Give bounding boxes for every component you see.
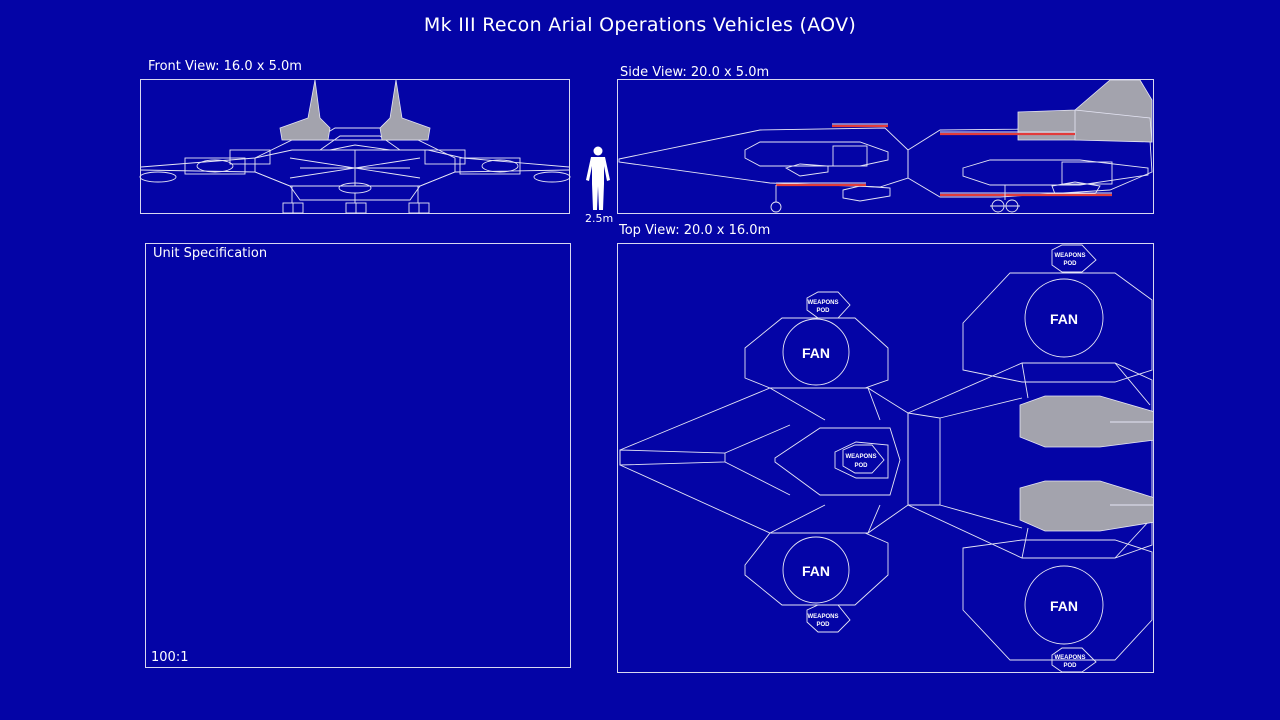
fan-labels: FAN FAN FAN FAN: [802, 311, 1078, 614]
side-view-vehicle: [618, 79, 1153, 213]
pod-label-3a: WEAPONS: [1054, 253, 1085, 259]
pod-label-4b: POD: [1063, 663, 1077, 669]
top-view-label: Top View: 20.0 x 16.0m: [619, 223, 771, 238]
side-view-label: Side View: 20.0 x 5.0m: [620, 65, 770, 80]
pod-label-4a: WEAPONS: [1054, 655, 1085, 661]
unit-spec-label: Unit Specification: [153, 246, 268, 261]
unit-spec-panel: [145, 243, 571, 668]
front-view-vehicle: [139, 79, 571, 214]
pod-label-3b: POD: [1063, 261, 1077, 267]
pod-label-5a: WEAPONS: [845, 454, 876, 460]
front-view-panel: [140, 79, 570, 214]
pod-label-1b: POD: [816, 308, 830, 314]
pod-label-2b: POD: [816, 622, 830, 628]
human-figure-icon: [586, 146, 610, 210]
pod-label-5b: POD: [854, 463, 868, 469]
pod-label-2a: WEAPONS: [807, 614, 838, 620]
pod-label-1a: WEAPONS: [807, 300, 838, 306]
fan-label-left-bottom: FAN: [802, 563, 830, 579]
human-scale-label: 2.5m: [585, 212, 614, 225]
fan-label-left-top: FAN: [802, 345, 830, 361]
page-title: Mk III Recon Arial Operations Vehicles (…: [423, 14, 857, 36]
side-view-panel: [617, 79, 1154, 214]
unit-spec-scale: 100:1: [151, 650, 189, 665]
fan-label-right-bottom: FAN: [1050, 598, 1078, 614]
top-view-vehicle: [619, 244, 1153, 672]
front-view-label: Front View: 16.0 x 5.0m: [148, 59, 302, 74]
fan-label-right-top: FAN: [1050, 311, 1078, 327]
top-view-panel: [617, 243, 1154, 673]
pod-labels: WEAPONS POD WEAPONS POD WEAPONS POD WEAP…: [807, 253, 1085, 669]
